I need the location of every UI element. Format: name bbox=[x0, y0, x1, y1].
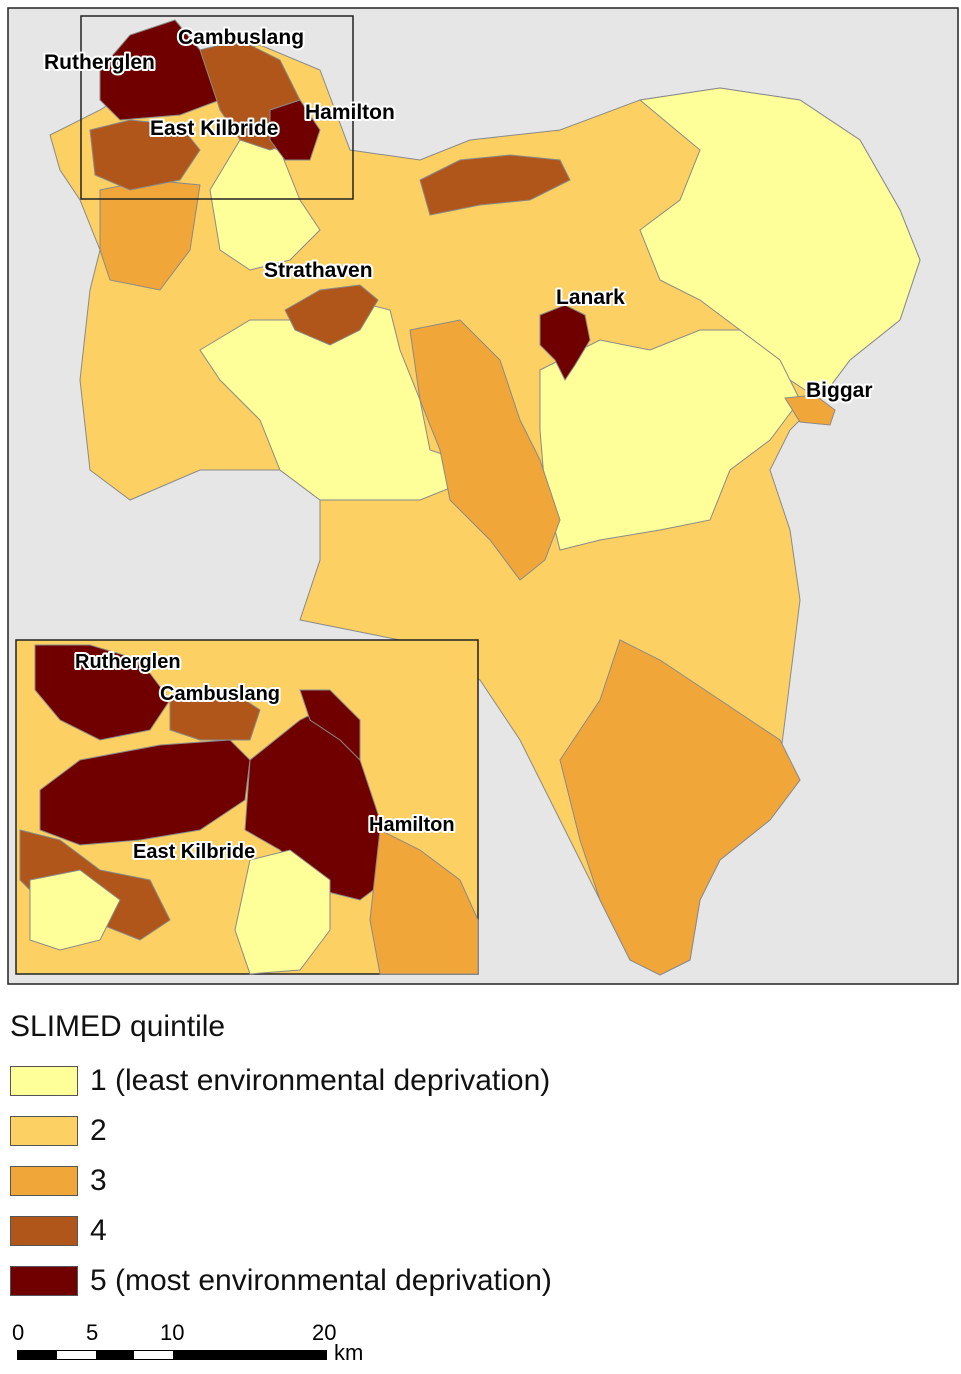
town-label-lanark: Lanark bbox=[556, 286, 625, 309]
town-label-east-kilbride: East Kilbride bbox=[150, 117, 278, 140]
legend-swatch-1 bbox=[10, 1066, 78, 1096]
legend-label-5: 5 (most environmental deprivation) bbox=[90, 1264, 552, 1297]
town-label-strathaven: Strathaven bbox=[264, 259, 373, 282]
scale-tick-10: 10 bbox=[160, 1320, 185, 1345]
region-strip-q3 bbox=[409, 319, 561, 581]
inset-q5-northeast bbox=[299, 689, 361, 762]
scale-tick-0: 0 bbox=[12, 1320, 25, 1345]
legend-swatch-4 bbox=[10, 1216, 78, 1246]
region-hamilton-q5 bbox=[269, 99, 321, 161]
legend-label-3: 3 bbox=[90, 1164, 107, 1197]
legend-label-2: 2 bbox=[90, 1114, 107, 1147]
region-lanark-q5 bbox=[539, 304, 591, 381]
legend-item-5: 5 (most environmental deprivation) bbox=[10, 1264, 552, 1298]
inset-label-cambuslang: Cambuslang bbox=[160, 683, 280, 705]
legend-item-3: 3 bbox=[10, 1164, 107, 1198]
inset-extent-box bbox=[80, 15, 354, 200]
inset-q1-west bbox=[29, 869, 121, 951]
legend-item-2: 2 bbox=[10, 1114, 107, 1148]
town-label-biggar: Biggar bbox=[806, 379, 873, 402]
region-strathaven-q4 bbox=[284, 284, 379, 346]
region-south-q3 bbox=[559, 639, 801, 976]
inset-q1-patch bbox=[234, 849, 331, 975]
inset-q4-patches bbox=[169, 689, 261, 741]
inset-label-hamilton: Hamilton bbox=[369, 814, 455, 836]
legend-item-4: 4 bbox=[10, 1214, 107, 1248]
legend-swatch-5 bbox=[10, 1266, 78, 1296]
legend-label-4: 4 bbox=[90, 1214, 107, 1247]
legend-title: SLIMED quintile bbox=[10, 1010, 226, 1043]
legend-swatch-3 bbox=[10, 1166, 78, 1196]
legend-item-1: 1 (least environmental deprivation) bbox=[10, 1064, 550, 1098]
legend-label-1: 1 (least environmental deprivation) bbox=[90, 1064, 551, 1097]
inset-q5-northwest bbox=[34, 644, 171, 741]
town-label-cambuslang: Cambuslang bbox=[178, 26, 304, 49]
inset-map bbox=[15, 639, 479, 975]
scale-tick-20: 20 bbox=[312, 1320, 337, 1345]
scale-unit: km bbox=[334, 1340, 364, 1365]
scale-bar-segments bbox=[17, 1350, 327, 1360]
inset-label-rutherglen: Rutherglen bbox=[75, 651, 181, 673]
inset-label-east-kilbride: East Kilbride bbox=[133, 841, 255, 863]
region-polygons bbox=[49, 19, 921, 976]
region-north-q4 bbox=[419, 154, 571, 216]
scale-bar: 0 5 10 20 km bbox=[0, 1320, 400, 1374]
town-label-hamilton: Hamilton bbox=[305, 101, 395, 124]
scale-tick-5: 5 bbox=[86, 1320, 99, 1345]
legend-swatch-2 bbox=[10, 1116, 78, 1146]
inset-q5-band bbox=[39, 739, 251, 846]
region-ek-q4 bbox=[89, 119, 201, 191]
region-biggar-q3 bbox=[784, 394, 836, 426]
inset-q3-east bbox=[369, 829, 479, 975]
map-panel: Cambuslang Rutherglen Hamilton East Kilb… bbox=[7, 7, 959, 985]
town-label-rutherglen: Rutherglen bbox=[44, 51, 155, 74]
